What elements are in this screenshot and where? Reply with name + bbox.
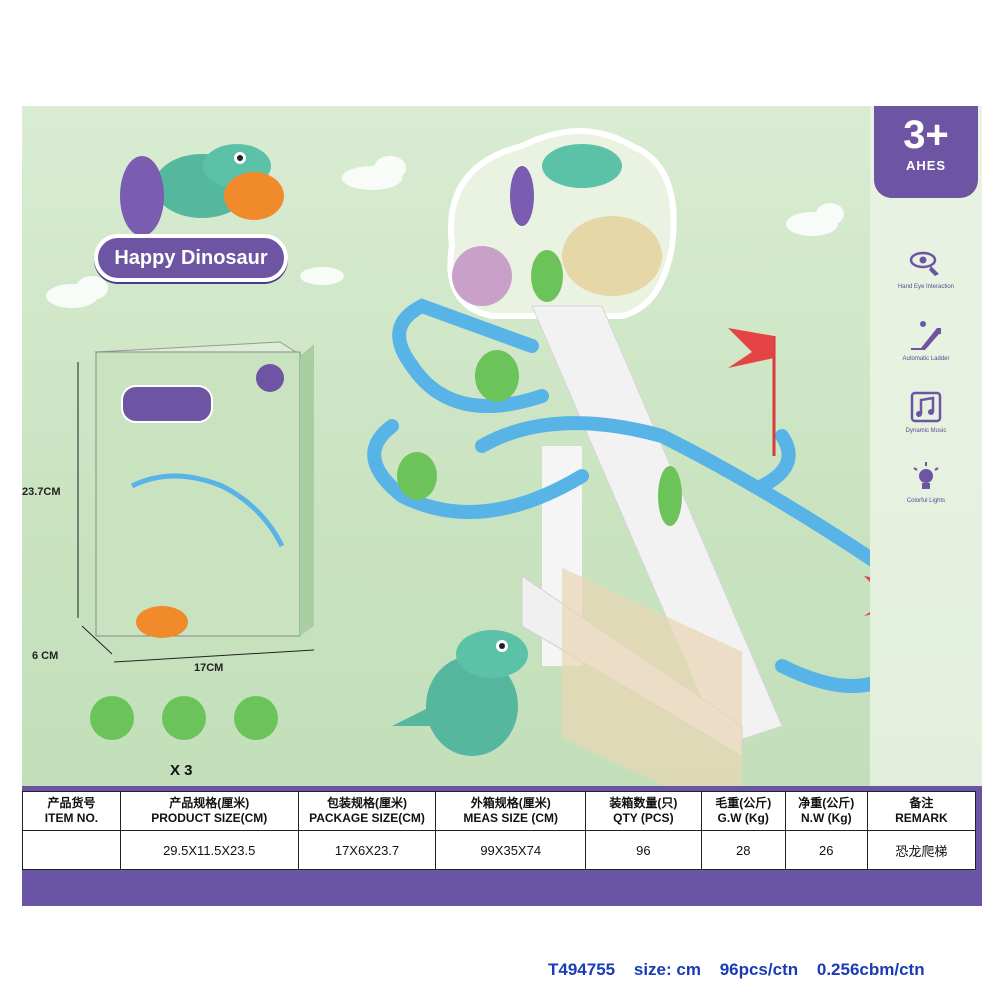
feature-music: Dynamic Music [874,390,978,434]
eye-hand-icon [909,251,939,276]
product-size-cell: 29.5X11.5X23.5 [119,830,299,870]
age-badge-sub: AHES [905,158,947,173]
dimension-width: 17CM [194,662,224,674]
item-no-cell [22,830,121,870]
footer-cbm: 0.256cbm/ctn [816,960,925,979]
product-photo: Happy Dinosaur 23.7CM 6 CM 17CM 3+ AHES … [22,106,982,906]
scene-background: Happy Dinosaur 23.7CM 6 CM 17CM 3+ AHES … [22,106,982,786]
feature-label: Automatic Ladder [902,356,950,362]
feature-hand-eye: Hand Eye Interaction [874,246,978,290]
scene-illustration [46,128,967,786]
feature-panel [870,106,982,786]
footer-pcs-per-carton: 96pcs/ctn [719,960,799,979]
header-cell: 净重(公斤)N.W (Kg) [784,791,868,831]
net-weight-cell: 26 [784,830,868,870]
staircase-illustration [521,305,783,786]
standing-dino-illustration [392,630,528,756]
remark-cell: 恐龙爬梯 [866,830,977,870]
brand-logo: Happy Dinosaur [94,234,288,282]
gross-weight-cell: 28 [700,830,786,870]
footer-size-unit: size: cm [633,960,701,979]
music-note-icon [910,391,942,423]
age-badge: 3+ AHES [874,106,978,198]
light-bulb-icon [913,462,939,489]
dino-logo-illustration [120,144,284,236]
header-cell: 产品规格(厘米)PRODUCT SIZE(CM) [119,791,299,831]
dimension-height: 23.7CM [22,486,61,498]
package-size-cell: 17X6X23.7 [297,830,437,870]
meas-size-cell: 99X35X74 [435,830,586,870]
escalator-icon [911,321,941,350]
footer-info: T494755 size: cm 96pcs/ctn 0.256cbm/ctn [548,960,988,980]
dimension-depth: 6 CM [32,650,59,662]
age-badge-main: 3+ [903,113,949,157]
spec-data-row: 29.5X11.5X23.5 17X6X23.7 99X35X74 96 28 … [22,830,977,870]
feature-lights: Colorful Lights [874,460,978,504]
track-sign-illustration [447,128,677,319]
dimension-lines [77,362,315,663]
extra-figures-qty: X 3 [170,762,193,779]
package-box-illustration [94,341,314,638]
header-cell: 包装规格(厘米)PACKAGE SIZE(CM) [297,791,437,831]
qty-cell: 96 [585,830,702,870]
feature-ladder: Automatic Ladder [874,318,978,362]
dino-figure-illustration [90,250,682,740]
header-cell: 外箱规格(厘米)MEAS SIZE (CM) [435,791,586,831]
header-cell: 装箱数量(只)QTY (PCS) [585,791,702,831]
footer-item-no: T494755 [548,960,616,979]
header-cell: 毛重(公斤)G.W (Kg) [700,791,786,831]
feature-label: Hand Eye Interaction [897,284,955,290]
feature-label: Colorful Lights [906,498,946,504]
feature-label: Dynamic Music [905,428,947,434]
